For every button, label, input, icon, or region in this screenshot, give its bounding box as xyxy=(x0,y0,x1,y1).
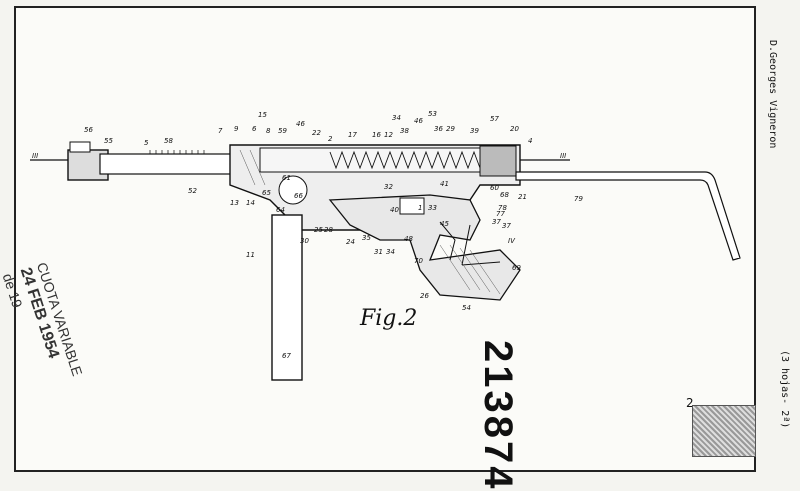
section-mark-lower: IV xyxy=(508,237,516,245)
part-number: 30 xyxy=(300,237,309,245)
part-number: 26 xyxy=(420,292,429,300)
part-number: 54 xyxy=(462,304,471,312)
part-number: 14 xyxy=(246,199,255,207)
section-mark-left: III xyxy=(32,152,38,160)
part-number: 16 xyxy=(372,131,381,139)
part-number: 58 xyxy=(164,137,173,145)
part-number: 60 xyxy=(490,184,499,192)
part-number: 29 xyxy=(446,125,455,133)
part-number: 39 xyxy=(470,127,479,135)
part-number: 46 xyxy=(414,117,423,125)
part-number: 66 xyxy=(294,192,303,200)
sheet-mark: 2 xyxy=(686,396,694,410)
part-number: 38 xyxy=(400,127,409,135)
part-number: 8 xyxy=(266,127,271,135)
part-number: 28 xyxy=(324,226,333,234)
part-number: 22 xyxy=(312,129,321,137)
part-number: 34 xyxy=(386,248,395,256)
part-number: 69 xyxy=(512,264,521,272)
part-number: 53 xyxy=(428,110,437,118)
inventor-name: D.Georges Vigneron xyxy=(767,40,778,149)
section-mark-right: III xyxy=(560,152,566,160)
part-number: 65 xyxy=(262,189,271,197)
part-number: 12 xyxy=(384,131,393,139)
part-number: 15 xyxy=(258,111,267,119)
figure-label: Fig.2 xyxy=(360,306,418,331)
part-number: 36 xyxy=(434,125,443,133)
part-number: 31 xyxy=(374,248,383,256)
part-number: 37 xyxy=(492,218,501,226)
part-number: 25 xyxy=(314,226,323,234)
part-number: 57 xyxy=(490,115,499,123)
part-number: 68 xyxy=(500,191,509,199)
part-number: 52 xyxy=(188,187,197,195)
part-number: 24 xyxy=(346,238,355,246)
part-number: 2 xyxy=(328,135,333,143)
part-number: 1 xyxy=(418,204,422,212)
part-number: 5 xyxy=(144,139,149,147)
part-number: 9 xyxy=(234,125,239,133)
part-number: 56 xyxy=(84,126,93,134)
patent-number: 213874 xyxy=(476,340,520,491)
tax-stamp-seal xyxy=(692,405,756,457)
part-number: 4 xyxy=(528,137,532,145)
part-number: 33 xyxy=(428,204,437,212)
part-number: 6 xyxy=(252,125,257,133)
part-number: 46 xyxy=(296,120,305,128)
part-number: 64 xyxy=(276,206,285,214)
part-number: 79 xyxy=(574,195,583,203)
gun-cross-section-drawing: III III 56 55 5 58 7 9 6 15 8 59 46 22 2… xyxy=(30,110,741,381)
part-number: 21 xyxy=(518,193,527,201)
part-number: 61 xyxy=(282,174,291,182)
part-number: 70 xyxy=(414,257,423,265)
part-number: 45 xyxy=(440,220,449,228)
part-number: 67 xyxy=(282,352,291,360)
part-number: 77 xyxy=(496,210,505,218)
part-number: 48 xyxy=(404,235,413,243)
part-number: 37 xyxy=(502,222,511,230)
part-number: 59 xyxy=(278,127,287,135)
part-number: 40 xyxy=(390,206,399,214)
part-number: 78 xyxy=(498,204,507,212)
sheets-note: (3 hojas- 2ª) xyxy=(779,350,790,429)
part-number: 7 xyxy=(218,127,223,135)
part-number: 41 xyxy=(440,180,449,188)
part-number: 13 xyxy=(230,199,239,207)
part-number: 32 xyxy=(384,183,393,191)
part-number: 20 xyxy=(510,125,519,133)
part-number: 11 xyxy=(246,251,255,259)
part-number: 34 xyxy=(392,114,401,122)
part-number: 35 xyxy=(362,234,371,242)
part-number: 55 xyxy=(104,137,113,145)
part-number: 17 xyxy=(348,131,357,139)
